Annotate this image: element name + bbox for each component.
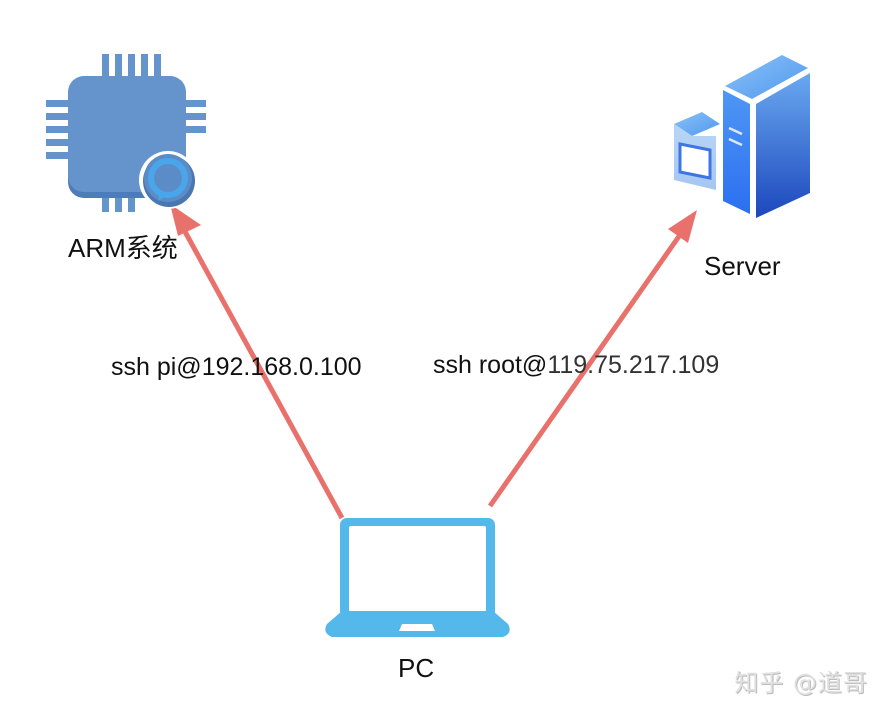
edge-label-server: ssh root@119.75.217.109 <box>433 351 719 380</box>
laptop-icon[interactable] <box>325 518 510 637</box>
edge-label-ip: 192.168.0.100 <box>201 353 362 381</box>
edge-label-arm: ssh pi@192.168.0.100 <box>111 353 362 382</box>
edge-label-ip: 119.75.217.109 <box>547 351 720 379</box>
watermark: 知乎 @道哥 <box>734 669 868 697</box>
arrow-line <box>180 226 345 520</box>
server-tower-icon[interactable] <box>674 52 812 222</box>
edge-pc-to-arm <box>170 204 345 520</box>
node-label-server: Server <box>704 251 781 281</box>
node-label-arm: ARM系统 <box>68 233 178 263</box>
arrow-line <box>487 230 685 508</box>
edge-pc-to-server <box>487 210 697 508</box>
arrowhead-icon <box>668 210 697 243</box>
cpu-chip-icon[interactable] <box>46 54 206 212</box>
edge-label-command: ssh root@ <box>433 351 548 379</box>
edge-label-command: ssh pi@ <box>111 353 202 381</box>
node-label-pc: PC <box>398 653 435 683</box>
arrowhead-icon <box>170 204 201 236</box>
